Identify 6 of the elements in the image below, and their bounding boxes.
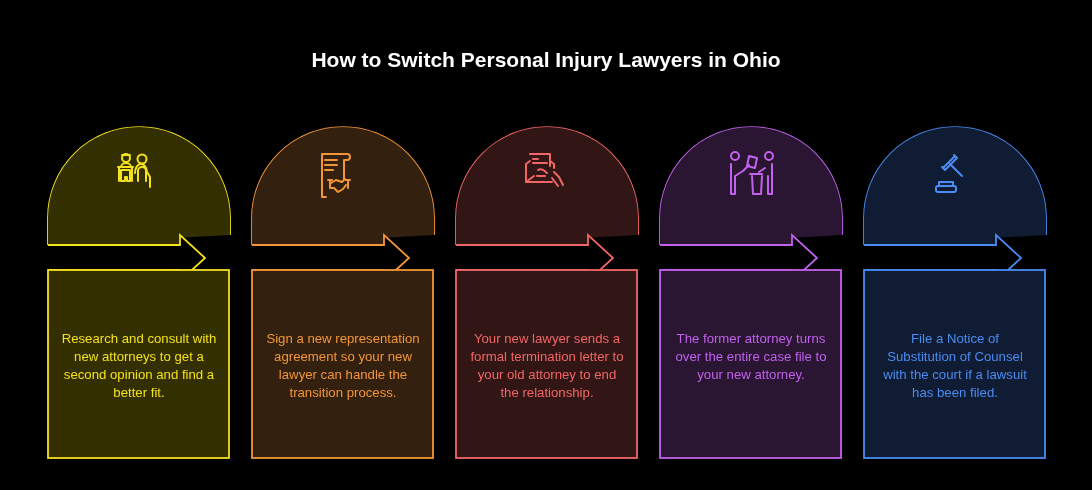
step-description: Your new lawyer sends a formal termination letter to your old attorney to end the relationship.: [469, 330, 625, 402]
step-description: Research and consult with new attorneys to get a second opinion and find a better fit.: [60, 330, 218, 402]
step-description: File a Notice of Substitution of Counsel with the court if a lawsuit has been filed.: [882, 330, 1028, 402]
step-description: Sign a new representation agreement so your new lawyer can handle the transition process.: [265, 330, 421, 402]
diagram-title: How to Switch Personal Injury Lawyers in Ohio: [310, 48, 782, 72]
step-description: The former attorney turns over the entire case file to your new attorney.: [674, 330, 828, 384]
